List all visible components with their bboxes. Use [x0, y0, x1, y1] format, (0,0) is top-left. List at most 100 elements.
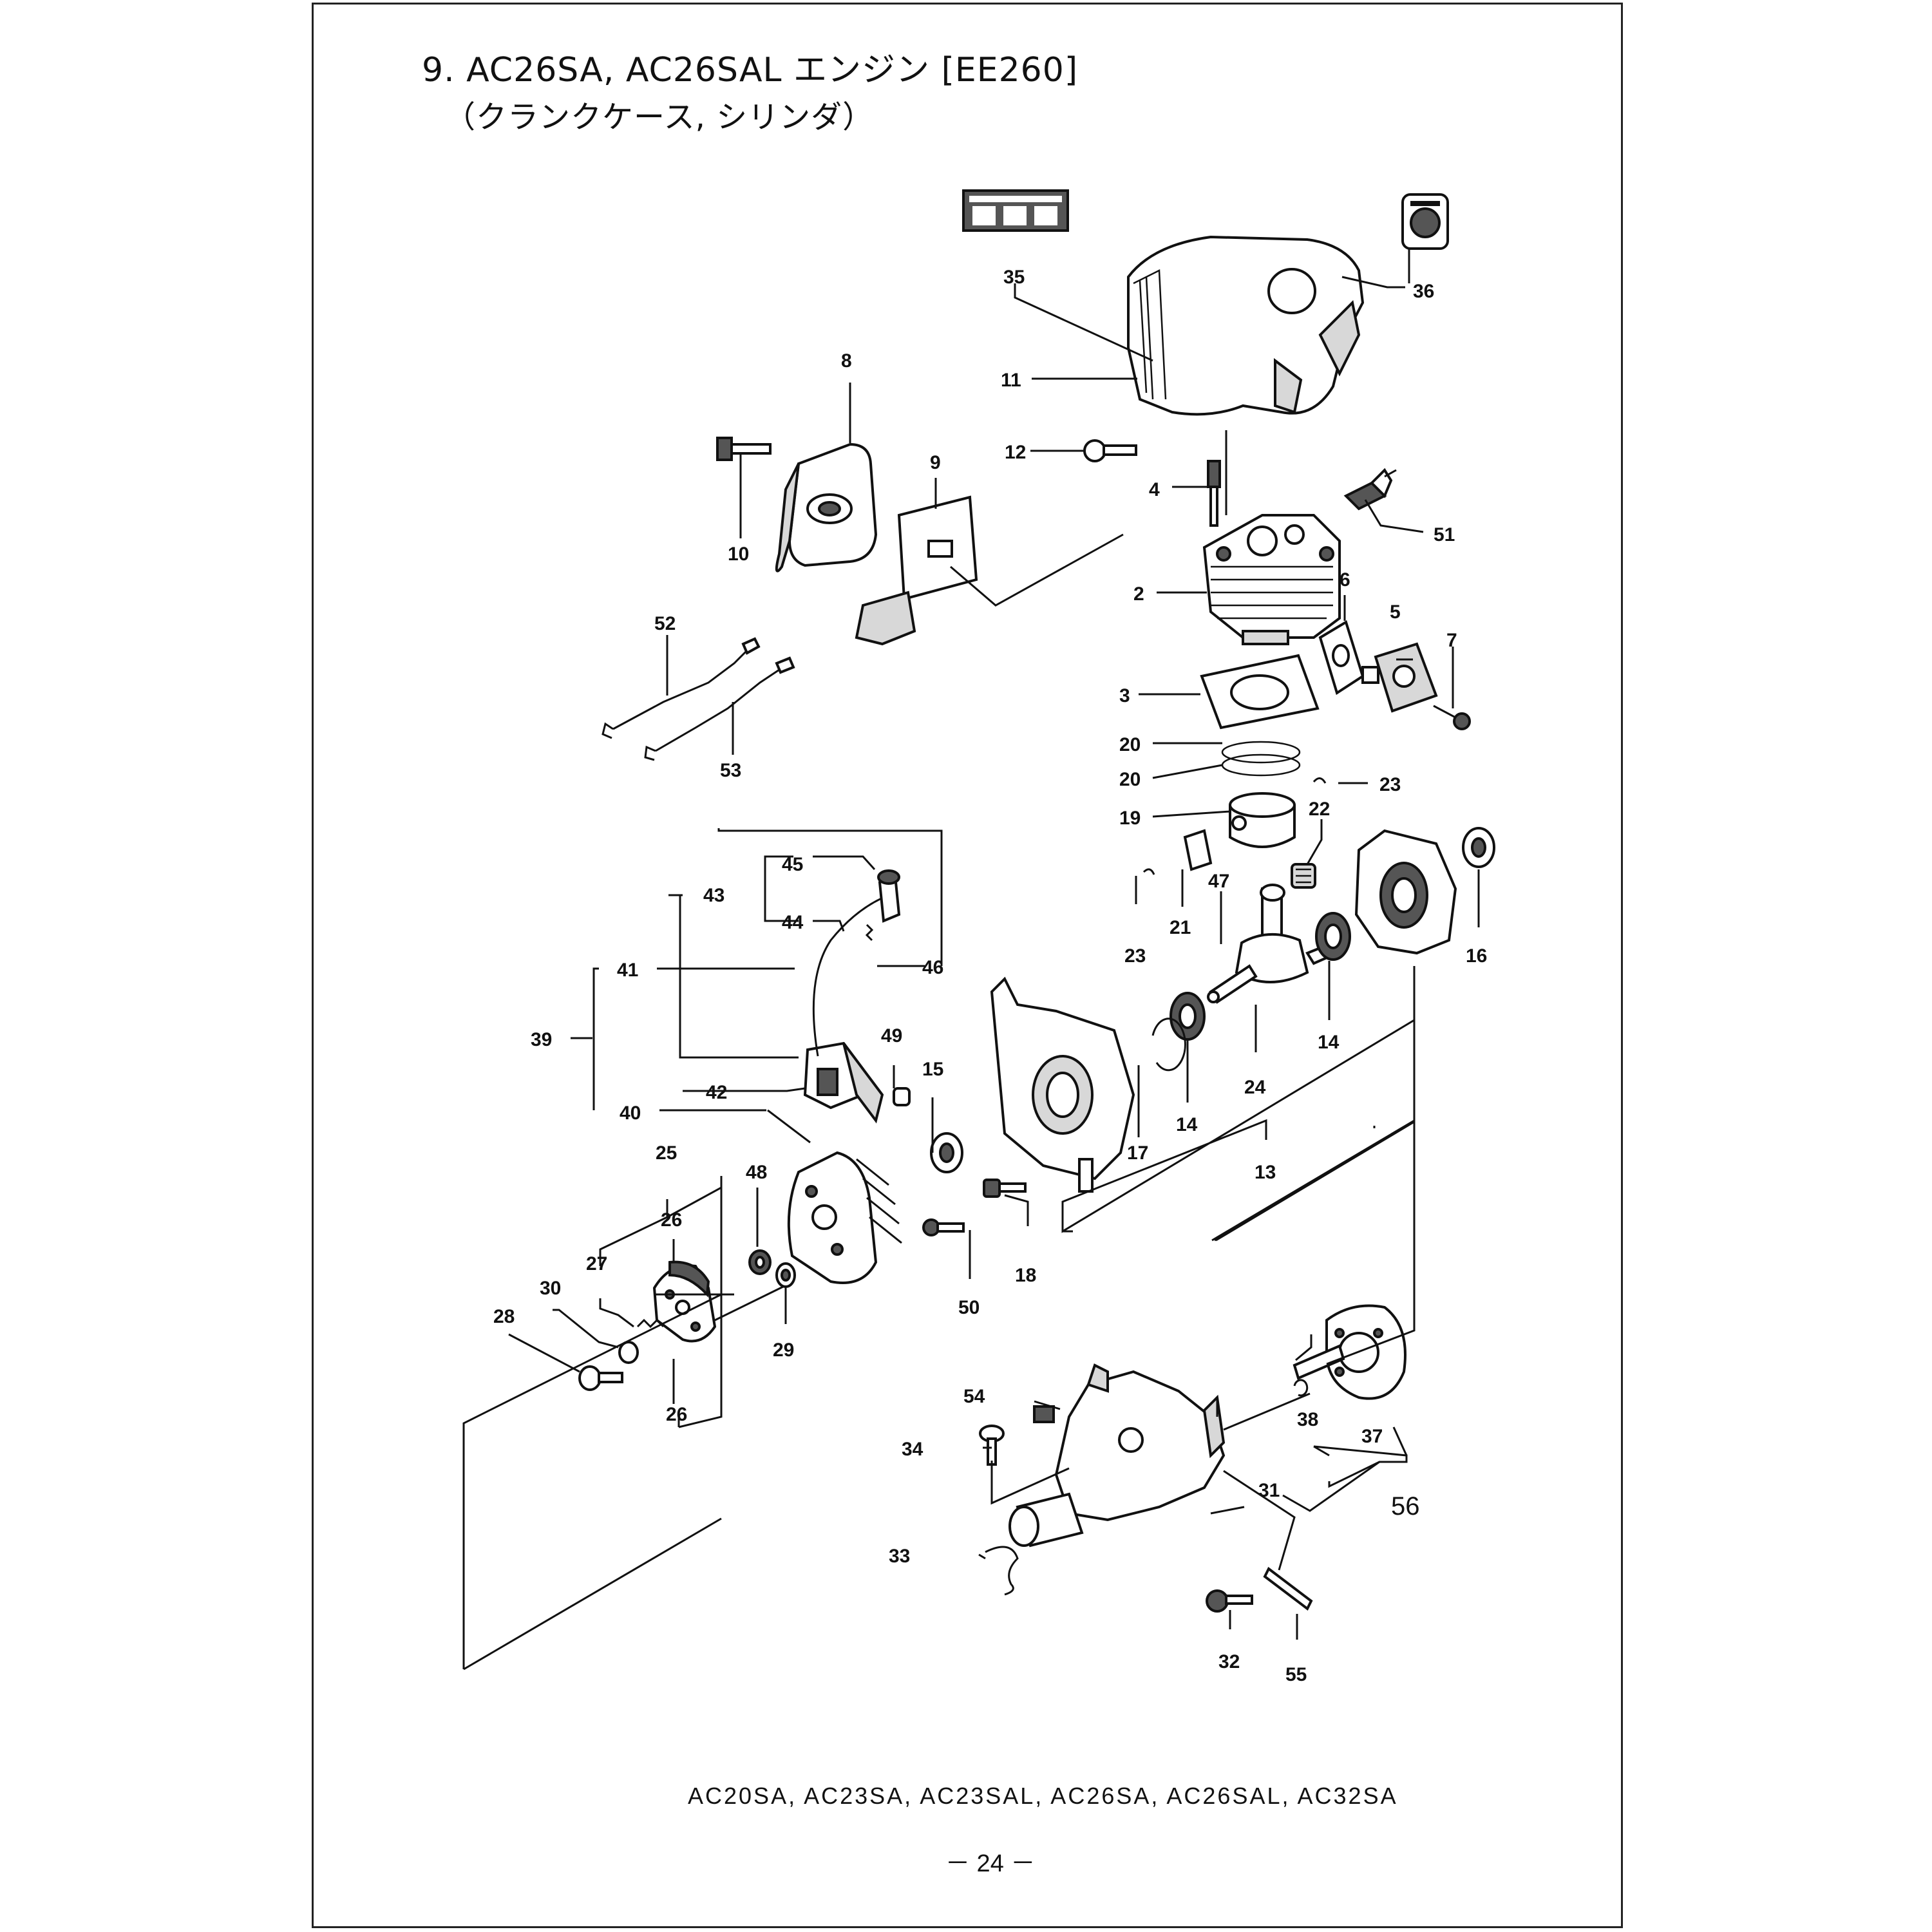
callout-33: 33 [889, 1546, 910, 1567]
muffler-8 [775, 442, 878, 573]
callout-37: 37 [1361, 1426, 1383, 1447]
callout-31: 31 [1258, 1480, 1280, 1501]
bearing-14-right [1315, 912, 1351, 961]
clutch-drum-37 [1293, 1304, 1406, 1400]
muffler-gasket-9 [855, 495, 978, 646]
clutch-shoe-26 [652, 1260, 717, 1343]
callout-32: 32 [1218, 1651, 1240, 1672]
clutch-case-31 [1009, 1363, 1226, 1548]
warning-sticker-35 [962, 189, 1069, 232]
callout-17: 17 [1127, 1142, 1148, 1164]
lead-wire-52 [601, 637, 761, 739]
insulator-5 [1361, 642, 1438, 713]
callout-9: 9 [930, 452, 941, 473]
applicable-models: AC20SA, AC23SA, AC23SAL, AC26SA, AC26SAL… [688, 1783, 1398, 1809]
circlip-38 [1293, 1379, 1309, 1397]
callout-34: 34 [902, 1439, 923, 1460]
circlip-17 [1151, 1018, 1186, 1072]
callout-56: 56 [1391, 1492, 1420, 1520]
cylinder-cover-11 [1127, 235, 1365, 416]
leader-lines [462, 247, 1480, 1671]
callout-35: 35 [1003, 267, 1025, 288]
callout-13: 13 [1255, 1162, 1276, 1183]
page-number: － 24 － [945, 1850, 1036, 1877]
callout-6: 6 [1340, 569, 1350, 591]
callout-3: 3 [1119, 685, 1130, 706]
callout-22: 22 [1309, 799, 1330, 820]
clutch-spring-27 [636, 1318, 665, 1329]
piston-rings-20 [1221, 741, 1301, 777]
cover-screw-12 [1083, 439, 1137, 462]
callout-54: 54 [963, 1386, 985, 1407]
callout-2: 2 [1133, 583, 1144, 605]
page-subtitle: （クランクケース, シリンダ） [444, 99, 875, 135]
callout-23-right: 23 [1379, 774, 1401, 795]
lead-wire-53 [644, 656, 795, 761]
callout-26-upper: 26 [661, 1209, 682, 1231]
crankcase-right [1354, 829, 1457, 955]
callout-42: 42 [706, 1082, 727, 1103]
crankcase-left [990, 976, 1135, 1193]
callout-40: 40 [620, 1103, 641, 1124]
callout-10: 10 [728, 544, 749, 565]
plug-spring-46 [865, 923, 874, 942]
flywheel-nut-48 [748, 1249, 772, 1275]
callout-51: 51 [1434, 524, 1455, 545]
high-tension-cord-44 [812, 894, 889, 1057]
clutch-case-bolt-32 [1206, 1589, 1253, 1613]
needle-bearing-22 [1291, 863, 1316, 889]
callout-23-left: 23 [1124, 945, 1146, 967]
callout-27: 27 [586, 1253, 607, 1274]
callout-14-left: 14 [1176, 1114, 1198, 1135]
callout-52: 52 [654, 613, 676, 634]
washer-29 [775, 1262, 796, 1288]
plug-cap-45 [877, 869, 901, 923]
callout-55: 55 [1285, 1664, 1307, 1685]
coil-spacer-49 [893, 1087, 911, 1106]
intake-gasket-6 [1318, 620, 1365, 696]
sticker-54 [1033, 1405, 1055, 1423]
callout-4: 4 [1149, 479, 1160, 500]
callout-14-right: 14 [1318, 1032, 1340, 1053]
callout-20-upper: 20 [1119, 734, 1141, 755]
oil-seal-15 [930, 1132, 963, 1173]
callout-36: 36 [1413, 281, 1434, 302]
callout-53: 53 [720, 760, 741, 781]
insulator-bolt-7 [1433, 705, 1471, 730]
callout-21: 21 [1170, 917, 1191, 938]
callout-28: 28 [493, 1306, 515, 1327]
cylinder-2 [1202, 514, 1341, 645]
callout-15: 15 [922, 1059, 943, 1080]
clutch-bolt-28 [578, 1365, 623, 1391]
logo-sticker-36 [1401, 193, 1449, 250]
clamp-spring-33 [985, 1546, 1019, 1596]
callout-24: 24 [1244, 1077, 1266, 1098]
oil-seal-16 [1462, 827, 1495, 868]
callout-30: 30 [540, 1278, 561, 1299]
callout-29: 29 [773, 1340, 794, 1361]
muffler-bolt-10 [716, 437, 772, 461]
callout-48: 48 [746, 1162, 767, 1183]
callout-43: 43 [703, 885, 724, 906]
piston-pin-21 [1183, 829, 1213, 871]
callout-47: 47 [1208, 871, 1229, 892]
callout-19: 19 [1119, 808, 1141, 829]
page-title: 9. AC26SA, AC26SAL エンジン [EE260] [422, 51, 1079, 90]
coil-bolt-50 [922, 1218, 965, 1236]
callout-16: 16 [1466, 945, 1487, 967]
callout-18: 18 [1015, 1265, 1036, 1286]
callout-49: 49 [881, 1025, 902, 1046]
callout-26-lower: 26 [666, 1404, 687, 1425]
callout-38: 38 [1297, 1409, 1318, 1430]
flywheel-40 [787, 1151, 902, 1284]
cylinder-bolt-4 [1207, 460, 1221, 527]
callout-20-lower: 20 [1119, 769, 1141, 790]
ignition-coil-39 [803, 1041, 884, 1124]
callout-5: 5 [1390, 601, 1401, 623]
piston-19 [1229, 792, 1296, 848]
callout-7: 7 [1446, 630, 1457, 651]
callout-8: 8 [841, 350, 852, 372]
spark-plug-51 [1343, 468, 1397, 511]
callout-labels: 35 36 11 12 8 9 10 4 51 2 6 5 7 3 52 53 … [493, 267, 1487, 1685]
